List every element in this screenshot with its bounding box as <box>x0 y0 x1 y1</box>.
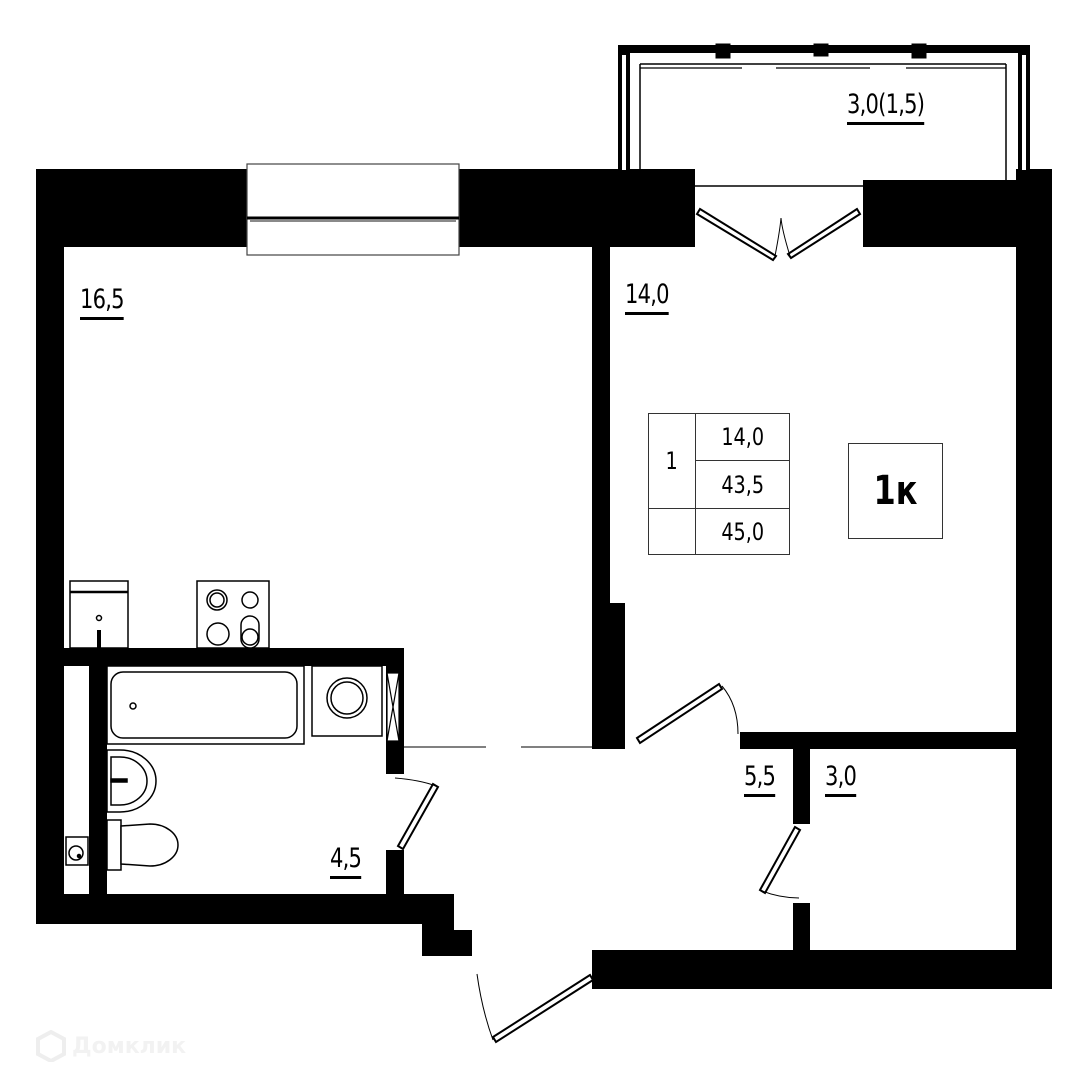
balcony-frame <box>618 43 1030 187</box>
total-area-cell: 43,5 <box>721 470 764 499</box>
balcony-area-label: 3,0(1,5) <box>847 90 925 125</box>
living-area-cell: 14,0 <box>696 414 789 461</box>
watermark: Домклик <box>36 1030 186 1062</box>
living-room-area-label: 14,0 <box>625 280 670 315</box>
toilet <box>106 819 179 871</box>
kitchen-area-label: 16,5 <box>80 285 125 320</box>
washing-machine <box>311 665 383 737</box>
total-area-with-balcony-cell: 45,0 <box>696 508 789 554</box>
area-summary-table: 1 14,0 43,5 45,0 <box>648 413 790 555</box>
kitchen-window <box>246 163 460 256</box>
walls <box>36 169 1052 989</box>
washbasin <box>106 749 157 813</box>
watermark-text: Домклик <box>72 1033 187 1059</box>
empty-cell <box>649 508 696 554</box>
ventilation-shaft <box>386 672 400 742</box>
bathtub <box>106 665 305 745</box>
apartment-type-badge: 1к <box>848 443 943 539</box>
rooms-count-cell: 1 <box>649 414 696 508</box>
storage-area-label: 3,0 <box>825 762 857 797</box>
hallway-area-label: 5,5 <box>744 762 776 797</box>
balcony-door <box>695 207 862 262</box>
bathroom-area-label: 4,5 <box>330 844 362 879</box>
boiler <box>65 836 89 866</box>
stove <box>196 580 270 649</box>
house-logo-icon <box>36 1030 66 1062</box>
doors <box>394 682 802 1044</box>
kitchen-sink <box>69 580 129 650</box>
